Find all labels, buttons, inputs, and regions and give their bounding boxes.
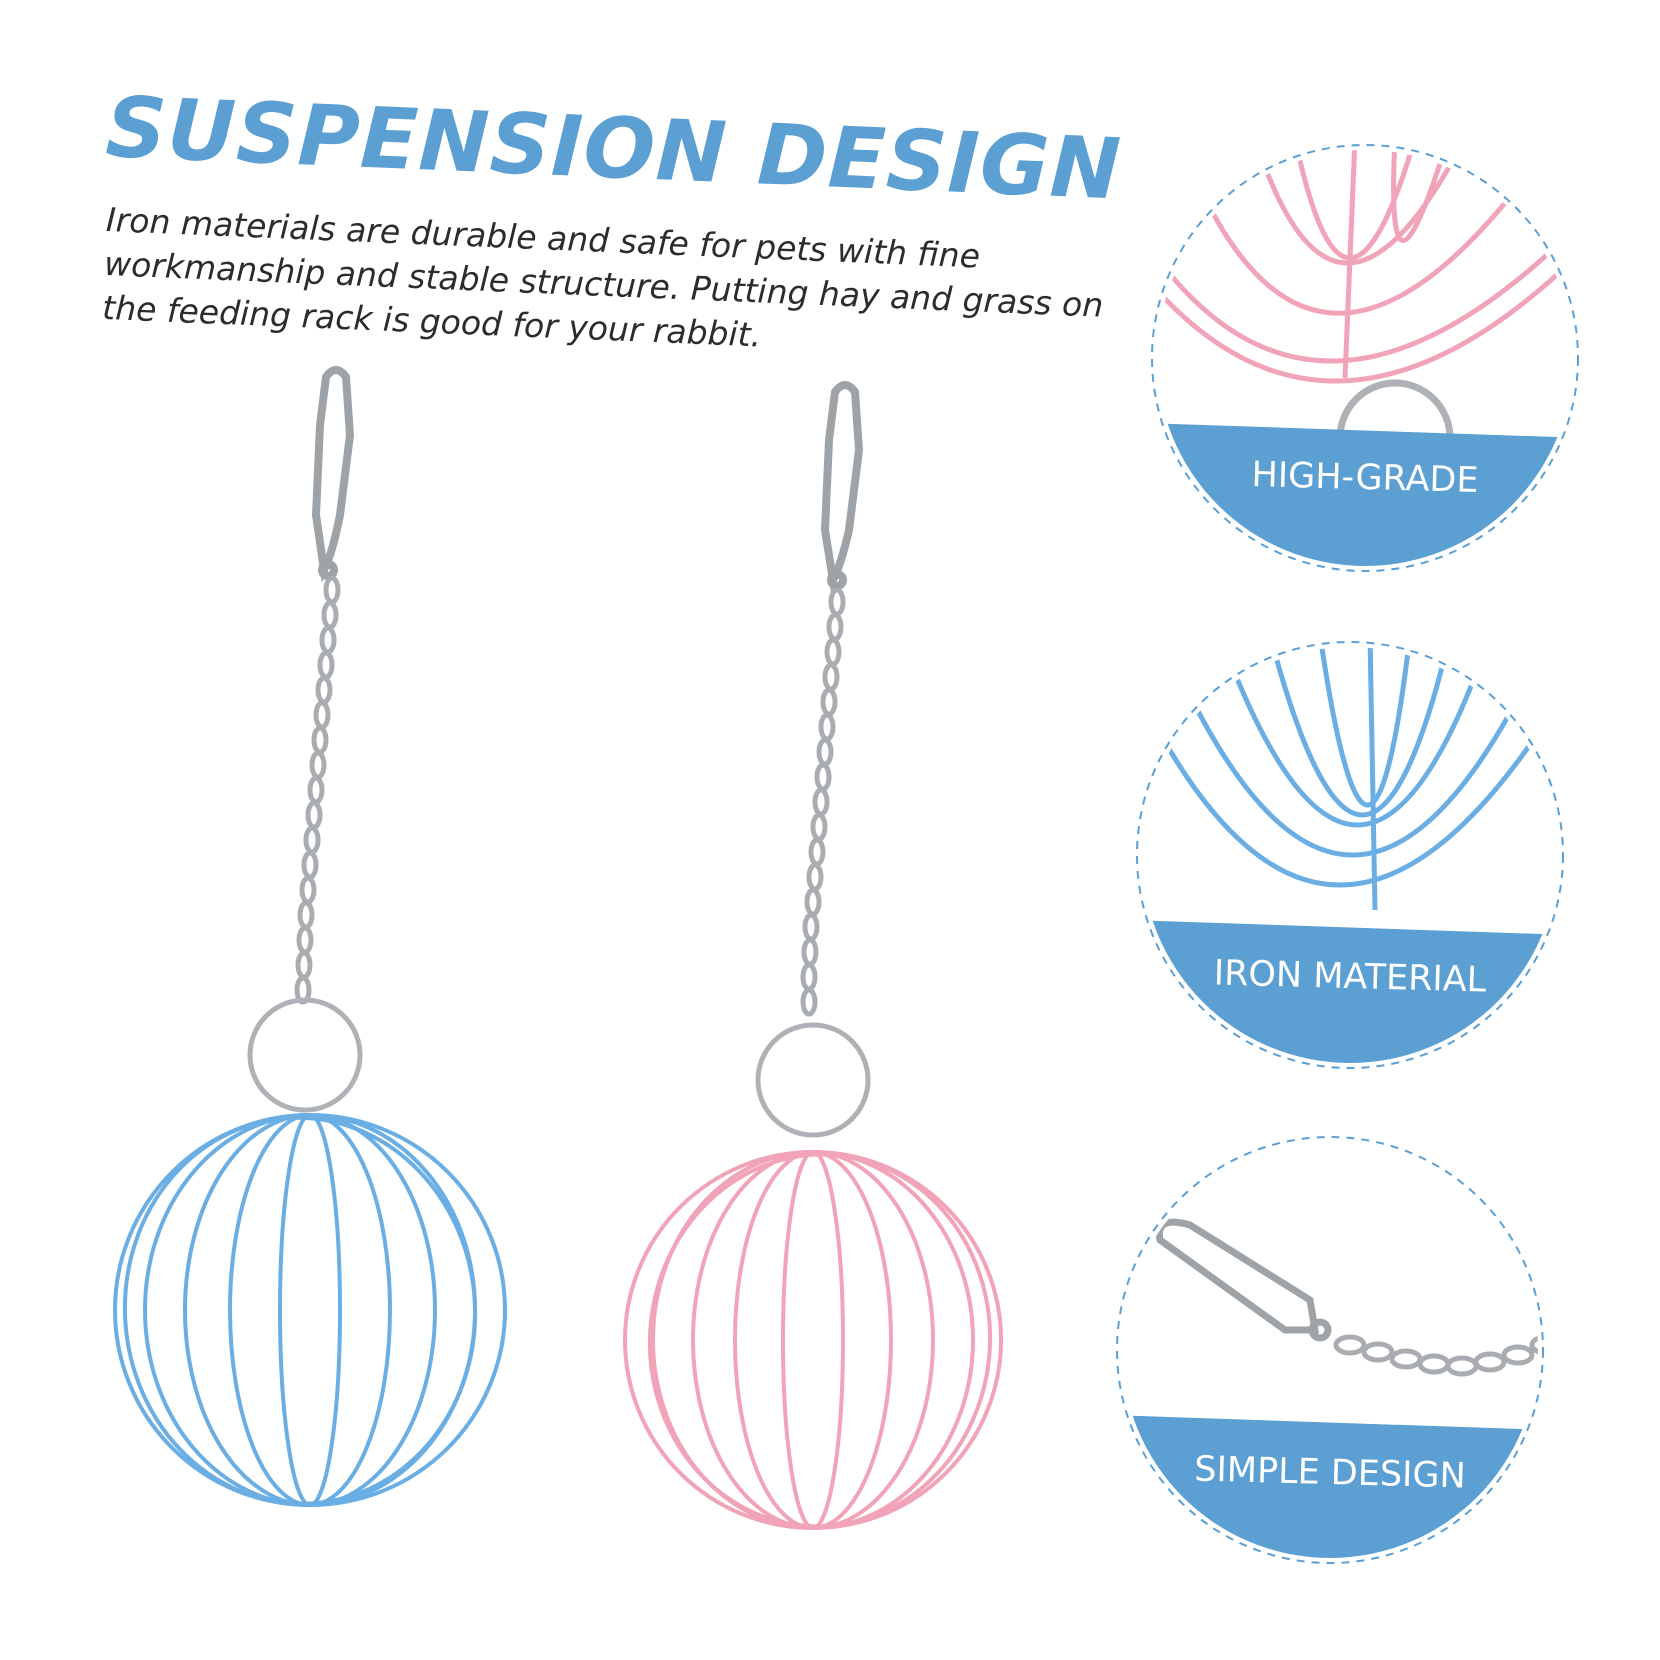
pink-feeder-illustration xyxy=(623,381,1003,1530)
wire-ball xyxy=(623,1150,1003,1530)
blue-hay-ball-feeder xyxy=(100,365,520,1605)
headline: SUSPENSION DESIGN xyxy=(103,78,1124,219)
split-ring xyxy=(247,997,363,1113)
chain-links xyxy=(294,575,341,1005)
hook-chain-closeup-icon xyxy=(1116,1136,1544,1564)
pink-hay-ball-feeder xyxy=(605,380,1025,1620)
split-ring xyxy=(755,1022,871,1138)
snap-hook-icon xyxy=(820,381,864,593)
wire-ball xyxy=(113,1113,507,1507)
snap-hook-icon xyxy=(311,366,355,583)
feature-badge-simple-design: SIMPLE DESIGN xyxy=(1110,1130,1550,1570)
description-text: Iron materials are durable and safe for … xyxy=(101,199,1105,355)
feature-badge-high-grade: HIGH-GRADE xyxy=(1145,138,1585,578)
chain-links xyxy=(800,587,846,1017)
blue-wire-closeup-icon xyxy=(1136,641,1564,1069)
feature-badge-iron-material: IRON MATERIAL xyxy=(1130,635,1570,1075)
pink-wire-closeup-icon xyxy=(1151,144,1579,572)
blue-feeder-illustration xyxy=(113,366,507,1507)
